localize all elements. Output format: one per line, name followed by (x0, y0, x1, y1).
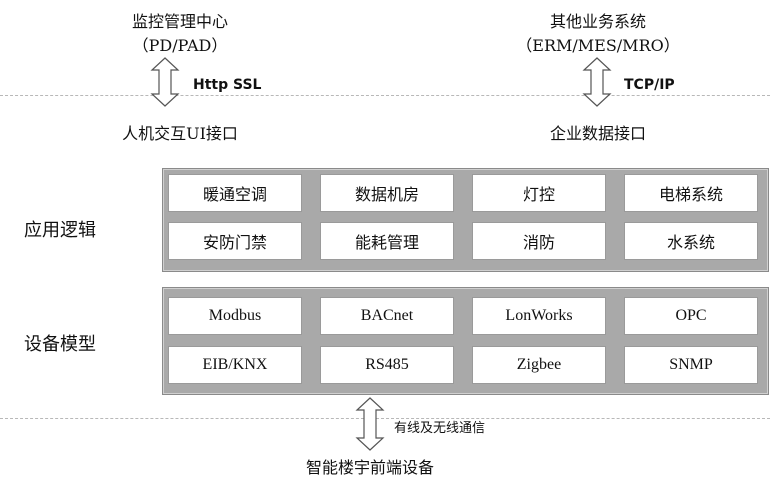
protocol-item: RS485 (320, 346, 454, 384)
application-layer-panel: 暖通空调 数据机房 灯控 电梯系统 安防门禁 能耗管理 消防 水系统 (162, 168, 769, 272)
app-item: 数据机房 (320, 174, 454, 212)
double-arrow-icon (150, 57, 180, 107)
ui-interface-label: 人机交互UI接口 (122, 124, 238, 143)
device-layer-label: 设备模型 (24, 334, 96, 355)
frontend-devices-title: 智能楼宇前端设备 (305, 458, 434, 477)
enterprise-interface-label: 企业数据接口 (549, 124, 646, 143)
tcp-ip-label: TCP/IP (624, 77, 675, 93)
upper-boundary-line (0, 95, 770, 96)
other-systems-subtitle: （ERM/MES/MRO） (516, 36, 680, 55)
double-arrow-icon (582, 57, 612, 107)
double-arrow-icon (355, 397, 385, 451)
monitoring-center-subtitle: （PD/PAD） (132, 36, 228, 55)
monitoring-center-title: 监控管理中心 (131, 12, 228, 31)
device-layer-panel: Modbus BACnet LonWorks OPC EIB/KNX RS485… (162, 287, 769, 395)
other-systems-title: 其他业务系统 (549, 12, 646, 31)
app-item: 能耗管理 (320, 222, 454, 260)
app-item: 电梯系统 (624, 174, 758, 212)
wired-wireless-label: 有线及无线通信 (394, 421, 486, 436)
protocol-item: Modbus (168, 297, 302, 335)
app-item: 安防门禁 (168, 222, 302, 260)
protocol-item: Zigbee (472, 346, 606, 384)
protocol-item: EIB/KNX (168, 346, 302, 384)
application-layer-label: 应用逻辑 (24, 220, 96, 241)
app-item: 消防 (472, 222, 606, 260)
lower-boundary-line (0, 418, 770, 419)
app-item: 水系统 (624, 222, 758, 260)
protocol-item: SNMP (624, 346, 758, 384)
protocol-item: LonWorks (472, 297, 606, 335)
protocol-item: OPC (624, 297, 758, 335)
app-item: 灯控 (472, 174, 606, 212)
protocol-item: BACnet (320, 297, 454, 335)
http-ssl-label: Http SSL (193, 77, 262, 93)
app-item: 暖通空调 (168, 174, 302, 212)
